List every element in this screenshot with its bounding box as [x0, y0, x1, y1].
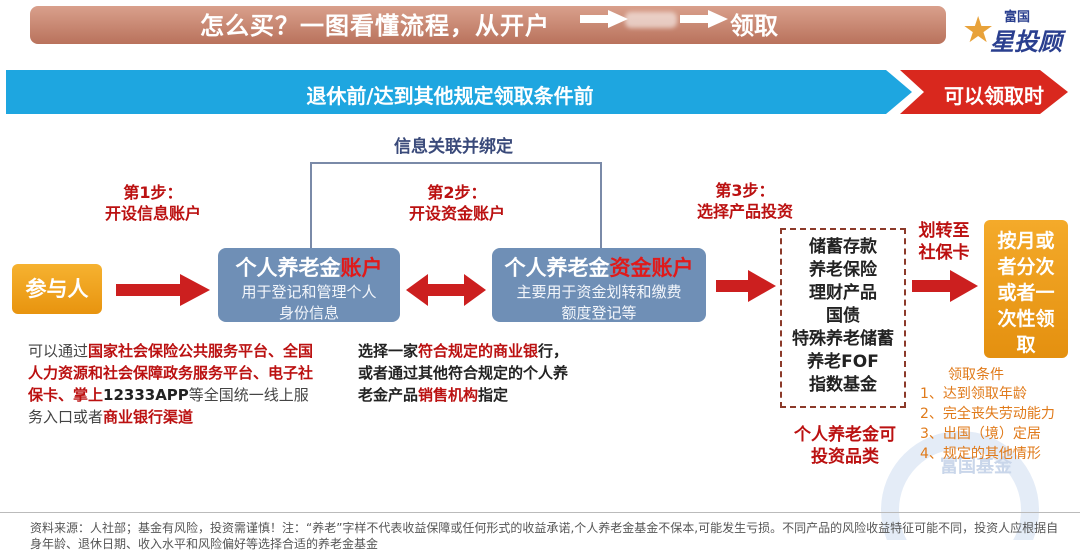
- logo-main: 星投顾: [990, 28, 1062, 56]
- step-3-number: 第3步：: [715, 181, 775, 200]
- link-label: 信息关联并绑定: [394, 137, 513, 157]
- fund-account-title-plain: 个人养老金: [504, 256, 610, 280]
- step-2-label: 第2步： 开设资金账户: [392, 182, 522, 224]
- step-1-action: 开设信息账户: [104, 204, 201, 223]
- logo-sub: 富国: [1004, 10, 1031, 25]
- product-caption-1: 个人养老金可: [794, 425, 896, 445]
- info-account-title-plain: 个人养老金: [235, 256, 341, 280]
- product-item: 国债: [826, 306, 860, 326]
- claim-line: 者分次: [997, 256, 1055, 278]
- conditions-title: 领取条件: [948, 367, 1004, 383]
- step-1-label: 第1步： 开设信息账户: [88, 182, 218, 224]
- title-tail: 领取: [730, 12, 778, 40]
- step-2-number: 第2步：: [427, 183, 487, 202]
- product-caption: 个人养老金可 投资品类: [762, 424, 928, 468]
- fund-account-desc-1: 主要用于资金划转和缴费: [516, 283, 682, 301]
- page-title: 怎么买？一图看懂流程，从开户: [200, 12, 550, 40]
- step-2-action: 开设资金账户: [408, 204, 505, 223]
- claim-line: 或者一: [997, 282, 1055, 304]
- note-2-plain-2: 行，或者通过其他符合规定的个人养老金产品: [358, 342, 569, 404]
- transfer-label-1: 划转至: [918, 221, 970, 241]
- footer-disclaimer: 资料来源：人社部；基金有风险，投资需谨慎！注：“养老”字样不代表收益保障或任何形…: [30, 521, 1059, 551]
- logo-star-icon: ★: [962, 10, 995, 51]
- title-arrow-right-icon: [580, 10, 628, 28]
- info-account-desc-2: 身份信息: [278, 304, 339, 322]
- product-list: 储蓄存款 养老保险 理财产品 国债 特殊养老储蓄 养老FOF 指数基金: [780, 228, 906, 408]
- product-item: 指数基金: [809, 375, 877, 395]
- product-item: 特殊养老储蓄: [792, 329, 894, 349]
- product-item: 养老保险: [809, 260, 877, 280]
- condition-item: 4、规定的其他情形: [920, 446, 1041, 462]
- info-account-title-red: 账户: [340, 256, 383, 280]
- claim-line: 按月或: [997, 230, 1055, 252]
- note-step-1: 可以通过国家社会保险公共服务平台、全国人力资源和社会保障政务服务平台、电子社保卡…: [28, 340, 318, 428]
- fund-account-desc-2: 额度登记等: [561, 304, 637, 322]
- note-2-plain-3: 指定: [478, 386, 509, 404]
- watermark-logo-icon: [881, 431, 1039, 540]
- phase-after-banner: [900, 70, 1068, 114]
- note-1-plain-2: 等全国统一线上服务入口或者: [28, 386, 309, 426]
- step-1-number: 第1步：: [123, 183, 183, 202]
- transfer-label-2: 社保卡: [918, 243, 970, 263]
- claim-box: 按月或 者分次 或者一 次性领 取: [984, 220, 1068, 358]
- note-2-plain-1: 选择一家: [358, 342, 419, 360]
- step-3-label: 第3步： 选择产品投资: [680, 180, 810, 222]
- footer-divider: [0, 512, 1080, 513]
- product-item: 理财产品: [809, 283, 877, 303]
- step-3-action: 选择产品投资: [696, 202, 793, 221]
- note-1-highlight-2: 商业银行渠道: [103, 408, 194, 426]
- product-caption-2: 投资品类: [811, 447, 879, 467]
- link-connector: [310, 162, 602, 248]
- info-account-title: 个人养老金账户: [218, 252, 400, 282]
- title-blurred-text: [625, 12, 677, 28]
- condition-item: 2、完全丧失劳动能力: [920, 406, 1055, 422]
- watermark-text: 富国基金: [940, 456, 1012, 477]
- info-account-desc-1: 用于登记和管理个人: [241, 283, 377, 301]
- arrow-right-icon-1: [116, 274, 210, 306]
- product-item: 储蓄存款: [809, 237, 877, 257]
- phase-before-label: 退休前/达到其他规定领取条件前: [306, 84, 594, 108]
- note-1-bold: 12333APP: [103, 386, 189, 404]
- fund-account-box: 个人养老金资金账户 主要用于资金划转和缴费 额度登记等: [492, 248, 706, 322]
- fund-account-title-red: 资金账户: [609, 256, 694, 280]
- double-arrow-icon: [406, 274, 486, 306]
- condition-item: 1、达到领取年龄: [920, 386, 1027, 402]
- claim-line: 取: [1016, 334, 1036, 356]
- note-2-highlight-1: 符合规定的商业银: [418, 342, 539, 360]
- participant-box: 参与人: [12, 264, 102, 314]
- claim-line: 次性领: [997, 308, 1055, 330]
- fund-account-title: 个人养老金资金账户: [492, 252, 706, 282]
- note-step-2: 选择一家符合规定的商业银行，或者通过其他符合规定的个人养老金产品销售机构指定: [358, 340, 580, 406]
- condition-item: 3、出国（境）定居: [920, 426, 1041, 442]
- product-item: 养老FOF: [807, 352, 879, 372]
- note-1-plain-1: 可以通过: [28, 342, 89, 360]
- arrow-right-icon-4: [912, 270, 978, 302]
- transfer-label: 划转至 社保卡: [912, 220, 976, 264]
- info-account-box: 个人养老金账户 用于登记和管理个人 身份信息: [218, 248, 400, 322]
- note-2-highlight-2: 销售机构: [418, 386, 479, 404]
- note-1-highlight-1: 国家社会保险公共服务平台、全国人力资源和社会保障政务服务平台、电子社保卡、掌上: [28, 342, 314, 404]
- title-arrow-right-icon-2: [680, 10, 728, 28]
- title-bar: [30, 6, 946, 44]
- arrow-right-icon-3: [716, 270, 776, 302]
- phase-after-label: 可以领取时: [944, 84, 1044, 108]
